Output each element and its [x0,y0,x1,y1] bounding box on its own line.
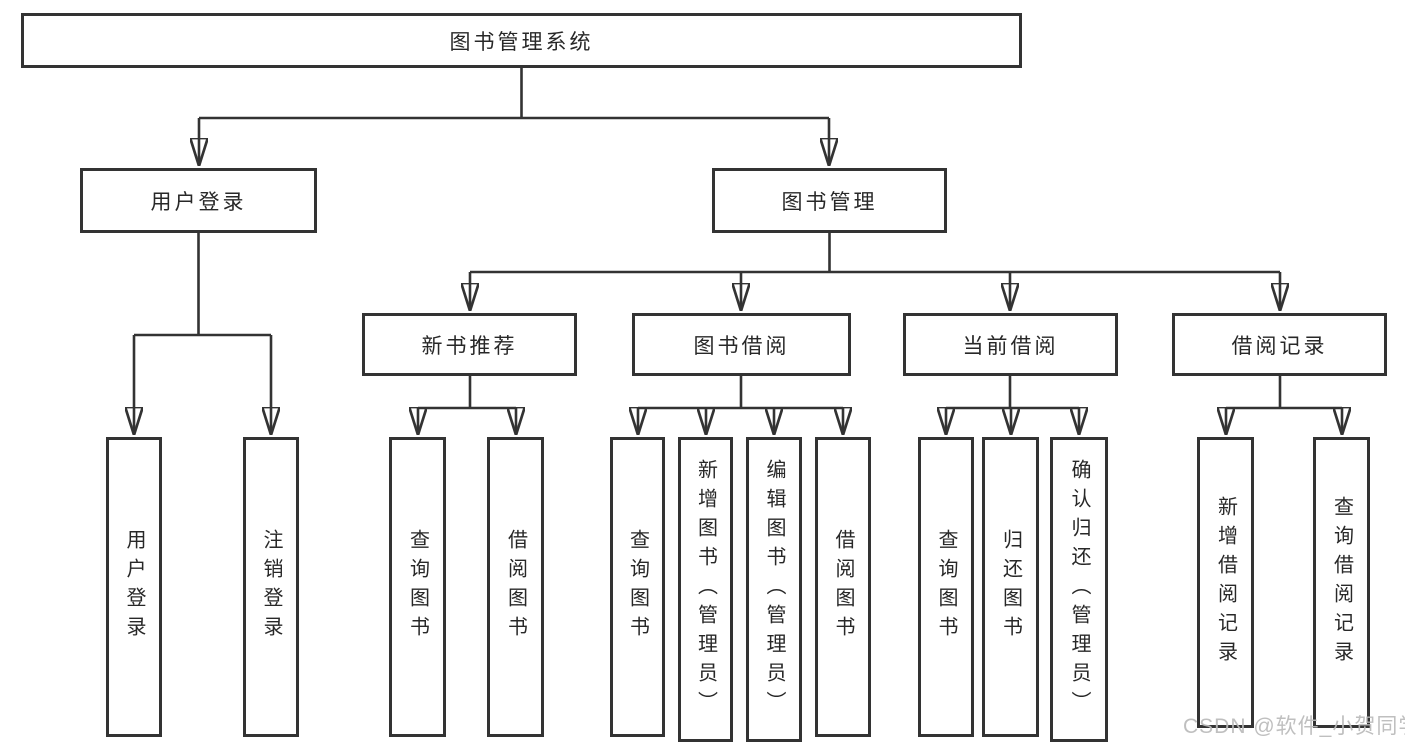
leaf-logout: 注销登录 [243,437,299,737]
leaf-add-borrow-record: 新增借阅记录 [1197,437,1254,728]
node-label: 新增借阅记录 [1214,495,1237,670]
node-label: 借阅图书 [832,529,854,645]
node-label: 编辑图书（管理员） [763,459,785,720]
leaf-user-login: 用户登录 [106,437,162,737]
node-label: 用户登录 [123,529,145,645]
node-borrowing-records: 借阅记录 [1172,313,1387,376]
node-new-book-recommendation: 新书推荐 [362,313,577,376]
node-book-borrowing: 图书借阅 [632,313,851,376]
leaf-borrow-books-borrowing: 借阅图书 [815,437,871,737]
node-label: 归还图书 [999,529,1022,645]
node-label: 当前借阅 [962,334,1059,358]
node-book-management: 图书管理 [712,168,947,233]
node-label: 确认归还（管理员） [1068,459,1090,720]
leaf-borrow-books-newbook: 借阅图书 [487,437,544,737]
leaf-return-books: 归还图书 [982,437,1039,737]
connector-arrows [134,118,1342,435]
leaf-confirm-return-admin: 确认归还（管理员） [1050,437,1108,742]
node-label: 查询图书 [626,529,649,645]
node-label: 查询借阅记录 [1330,495,1353,670]
leaf-query-borrow-record: 查询借阅记录 [1313,437,1370,728]
node-label: 图书管理 [781,190,878,214]
node-label: 用户登录 [150,190,247,214]
leaf-edit-books-admin: 编辑图书（管理员） [746,437,802,742]
node-label: 借阅图书 [504,529,527,645]
node-label: 图书借阅 [693,334,790,358]
leaf-query-books-newbook: 查询图书 [389,437,446,737]
node-label: 查询图书 [406,529,429,645]
node-library-management-system: 图书管理系统 [21,13,1022,68]
leaf-add-books-admin: 新增图书（管理员） [678,437,733,742]
connector-rails [134,68,1342,410]
node-label: 新增图书（管理员） [694,459,717,720]
node-label: 图书管理系统 [449,30,594,54]
csdn-watermark: CSDN @软件_小贺同学 [1183,715,1405,738]
leaf-query-books-current: 查询图书 [918,437,974,737]
node-label: 查询图书 [935,529,957,645]
node-user-login: 用户登录 [80,168,317,233]
node-label: 借阅记录 [1231,334,1328,358]
node-label: 注销登录 [260,529,282,645]
leaf-query-books-borrowing: 查询图书 [610,437,665,737]
node-current-borrowing: 当前借阅 [903,313,1118,376]
node-label: 新书推荐 [421,334,518,358]
